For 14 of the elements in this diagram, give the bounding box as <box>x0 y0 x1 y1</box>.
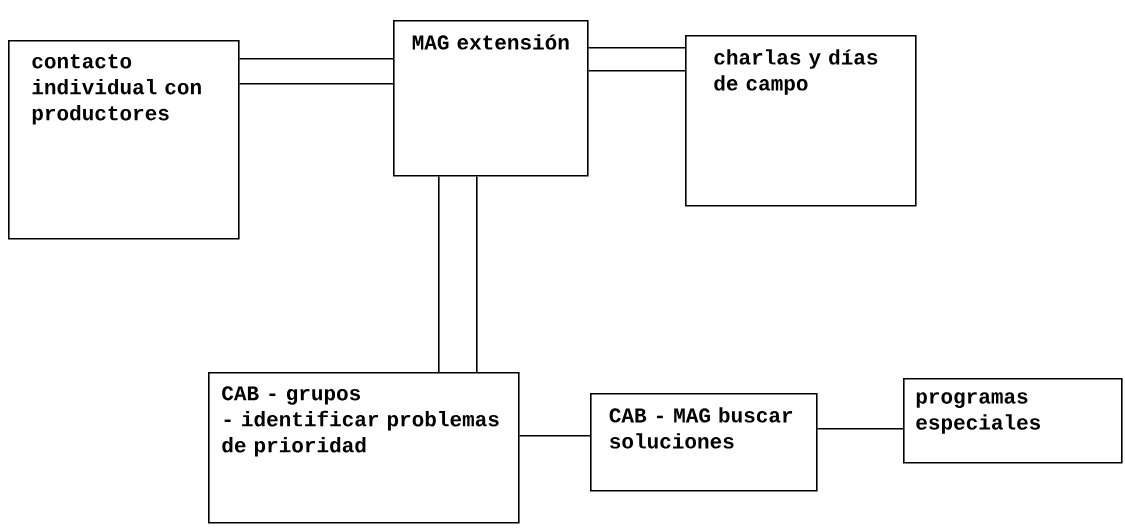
connector-line <box>587 47 686 49</box>
process-box: CAB - MAG buscar soluciones <box>590 393 818 492</box>
connector-line <box>816 428 904 430</box>
process-box: MAG extensión <box>393 20 589 177</box>
process-box: charlas y días de campo <box>685 35 917 207</box>
process-box: contacto individual con productores <box>8 40 240 240</box>
connector-line <box>587 70 686 72</box>
connector-line <box>476 175 478 373</box>
connector-line <box>238 58 394 60</box>
process-box: CAB - grupos - identificar problemas de prioridad <box>208 372 520 524</box>
connector-line <box>238 83 394 85</box>
connector-line <box>438 175 440 373</box>
process-box: programas especiales <box>903 378 1123 464</box>
connector-line <box>518 435 591 437</box>
